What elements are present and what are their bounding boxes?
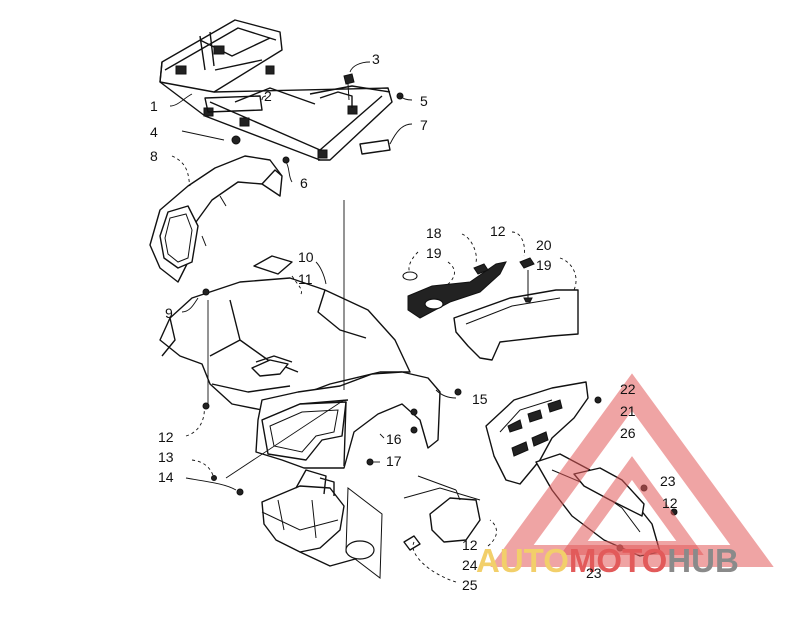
leader-lines [169, 61, 577, 583]
rack-hardware [231, 73, 404, 164]
watermark: AUTOMOTOHUB [476, 373, 774, 579]
callout-13: 13 [158, 449, 174, 465]
callout-12-front: 12 [662, 495, 678, 511]
callout-3: 3 [372, 51, 380, 67]
callout-16: 16 [386, 431, 402, 447]
callout-8: 8 [150, 148, 158, 164]
callout-19-left: 19 [426, 245, 442, 261]
callout-4: 4 [150, 124, 158, 140]
callout-22: 22 [620, 381, 636, 397]
callout-20: 20 [536, 237, 552, 253]
callout-23-right: 23 [660, 473, 676, 489]
watermark-moto: MOTO [569, 542, 667, 579]
callout-1: 1 [150, 98, 158, 114]
callout-17: 17 [386, 453, 402, 469]
callout-24: 24 [462, 557, 478, 573]
callout-21: 21 [620, 403, 636, 419]
bracket-detail [403, 475, 481, 551]
callout-23-bottom: 23 [586, 565, 602, 581]
callout-10: 10 [298, 249, 314, 265]
callout-18: 18 [426, 225, 442, 241]
watermark-auto: AUTO [476, 542, 569, 579]
svg-text:AUTOMOTOHUB: AUTOMOTOHUB [476, 542, 739, 579]
callout-26: 26 [620, 425, 636, 441]
front-fender [255, 371, 441, 469]
callout-labels: 1 2 3 4 5 6 7 8 9 10 11 12 12 12 12 13 1… [150, 51, 678, 593]
callout-7: 7 [420, 117, 428, 133]
side-panels [402, 257, 579, 361]
callout-11: 11 [298, 271, 313, 287]
rear-fender [149, 155, 283, 283]
watermark-triangle [490, 373, 774, 567]
callout-14: 14 [158, 469, 174, 485]
callout-12-side: 12 [490, 223, 506, 239]
callout-2: 2 [264, 88, 272, 104]
rear-rack [159, 19, 393, 161]
watermark-triangle-inner [560, 456, 704, 555]
callout-6: 6 [300, 175, 308, 191]
callout-15: 15 [472, 391, 488, 407]
watermark-hub: HUB [667, 542, 739, 579]
callout-12-lower: 12 [462, 537, 478, 553]
callout-5: 5 [420, 93, 428, 109]
storage-lid [253, 255, 293, 275]
frame-detail [261, 469, 383, 579]
callout-9: 9 [165, 305, 173, 321]
callout-19-right: 19 [536, 257, 552, 273]
callout-25: 25 [462, 577, 478, 593]
callout-12-body: 12 [158, 429, 174, 445]
